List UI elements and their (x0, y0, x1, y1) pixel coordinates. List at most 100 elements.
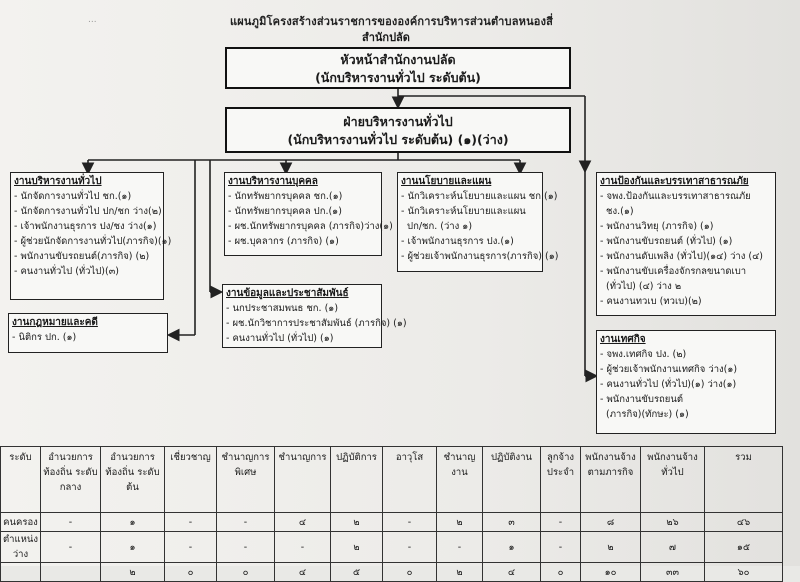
table-header-cell: พนักงานจ้าง ตามภารกิจ (580, 446, 641, 513)
table-cell: ๓ (482, 512, 541, 532)
unit-disaster: งานป้องกันและบรรเทาสาธารณภัย - จพง.ป้องก… (596, 172, 776, 316)
unit-festival: งานเทศกิจ - จพง.เทศกิจ ปง. (๒) - ผู้ช่วย… (596, 330, 776, 434)
table-cell: ๒ (436, 512, 483, 532)
table-cell: ๒ (580, 531, 641, 563)
table-cell: - (216, 531, 275, 563)
unit-item: - พนักงานขับรถยนต์ (ทั่วไป) (๑) (600, 236, 733, 247)
table-cell: - (216, 512, 275, 532)
table-header-cell: ชำนาญงาน (436, 446, 483, 513)
unit-policy-title: งานนโยบายและแผน (401, 176, 492, 187)
table-header-cell: ชำนาญการ (274, 446, 331, 513)
unit-item: - คนงานทวเบ (ทวเบ)(๒) (600, 296, 702, 307)
unit-item: - คนงานทั่วไป (ทั่วไป)(๑) ว่าง(๑) (600, 379, 737, 390)
unit-personnel-title: งานบริหารงานบุคคล (228, 176, 318, 187)
table-cell: ๐ (540, 562, 581, 582)
table-header-cell: ระดับ (0, 446, 41, 513)
unit-item: - ผช.นักทรัพยากรบุคคล (ภารกิจ)ว่าง(๑) (228, 221, 393, 232)
unit-item: - ผู้ช่วยเจ้าพนักงานเทศกิจ ว่าง(๑) (600, 364, 738, 375)
table-header-cell: เชี่ยวชาญ (164, 446, 217, 513)
unit-law-title: งานกฎหมายและคดี (12, 317, 98, 328)
table-header-cell: อำนวยการ ท้องถิ่น ระดับต้น (100, 446, 165, 513)
unit-item: - นักวิเคราะห์นโยบายและแผน (401, 206, 526, 217)
unit-item: - นักจัดการงานทั่วไป ชก.(๑) (14, 191, 132, 202)
unit-item: - คนงานทั่วไป (ทั่วไป)(๓) (14, 266, 119, 277)
division-box-line2: (นักบริหารงานทั่วไป ระดับต้น) (๑)(ว่าง) (287, 132, 509, 147)
table-cell: ๗ (640, 531, 705, 563)
unit-item: (ทั่วไป) (๔) ว่าง ๒ (600, 281, 682, 292)
connector-lines (81, 89, 599, 383)
unit-item: - พนักงานขับรถยนต์(ภารกิจ) (๒) (14, 251, 150, 262)
unit-item: - พนักงานขับเครื่องจักรกลขนาดเบา (600, 266, 747, 277)
table-cell: ๒ (100, 562, 165, 582)
faint-header-text: ... (88, 15, 97, 25)
table-cell: - (164, 512, 217, 532)
document-subtitle: สำนักปลัด (362, 31, 410, 44)
table-cell: ๓๓ (640, 562, 705, 582)
table-cell: ๔ (274, 562, 331, 582)
table-cell: ๒ (330, 531, 383, 563)
division-box-line1: ฝ่ายบริหารงานทั่วไป (343, 114, 453, 129)
table-cell: ๖๐ (704, 562, 783, 582)
table-header-cell: ชำนาญการ พิเศษ (216, 446, 275, 513)
table-header-cell: ปฏิบัติการ (330, 446, 383, 513)
unit-info-title: งานข้อมูลและประชาสัมพันธ์ (226, 288, 349, 299)
table-cell: - (540, 531, 581, 563)
table-cell: ๒ (436, 562, 483, 582)
table-cell: ๕ (330, 562, 383, 582)
unit-item: - นักทรัพยากรบุคคล ปก.(๑) (228, 206, 342, 217)
table-cell: - (540, 512, 581, 532)
unit-law: งานกฎหมายและคดี - นิติกร ปก. (๑) (8, 313, 168, 353)
unit-item: - ผู้ช่วยนักจัดการงานทั่วไป(ภารกิจ)(๑) (14, 236, 172, 247)
table-cell: ๑ (100, 531, 165, 563)
table-cell: ๑ (100, 512, 165, 532)
unit-item: - จพง.เทศกิจ ปง. (๒) (600, 349, 687, 360)
unit-item: - พนักงานวิทยุ (ภารกิจ) (๑) (600, 221, 714, 232)
table-cell: คนครอง (0, 512, 41, 532)
table-cell: ๐ (382, 562, 437, 582)
unit-policy: งานนโยบายและแผน - นักวิเคราะห์นโยบายและแ… (397, 172, 558, 272)
unit-item: - นกประชาสมพนธ ชก. (๑) (226, 303, 339, 314)
table-header-row: ระดับ อำนวยการ ท้องถิ่น ระดับกลาง อำนวยก… (0, 446, 783, 513)
unit-item: ปก/ชก. (ว่าง ๑) (401, 221, 473, 232)
table-header-cell: รวม (704, 446, 783, 513)
table-cell: - (40, 512, 101, 532)
division-box: ฝ่ายบริหารงานทั่วไป (นักบริหารงานทั่วไป … (225, 107, 571, 153)
unit-item: - นักวิเคราะห์นโยบายและแผน ชก.(๑) (401, 191, 558, 202)
unit-item: - ผช.บุคลากร (ภารกิจ) (๑) (228, 236, 339, 247)
unit-item: (ภารกิจ)(ทักษะ) (๑) (600, 409, 689, 420)
table-cell: - (40, 531, 101, 563)
table-header-cell: อาวุโส (382, 446, 437, 513)
table-cell (0, 562, 41, 582)
table-cell: ๑๕ (704, 531, 783, 563)
unit-general: งานบริหารงานทั่วไป - นักจัดการงานทั่วไป … (10, 172, 172, 300)
table-cell: ๐ (164, 562, 217, 582)
table-cell: ๔ (482, 562, 541, 582)
unit-item: - เจ้าพนักงานธุรการ ปง/ชง ว่าง(๑) (14, 221, 157, 232)
unit-item: - พนักงานดับเพลิง (ทั่วไป)(๑๔) ว่าง (๔) (600, 251, 764, 262)
table-header-cell: อำนวยการ ท้องถิ่น ระดับกลาง (40, 446, 101, 513)
table-row: ๒ ๐ ๐ ๔ ๕ ๐ ๒ ๔ ๐ ๑๐ ๓๓ ๖๐ (0, 562, 783, 582)
table-cell: ๑ (482, 531, 541, 563)
unit-general-title: งานบริหารงานทั่วไป (14, 176, 102, 187)
table-cell: - (382, 512, 437, 532)
table-cell: ๔ (274, 512, 331, 532)
table-header-cell: ปฏิบัติงาน (482, 446, 541, 513)
staff-summary-table: ระดับ อำนวยการ ท้องถิ่น ระดับกลาง อำนวยก… (0, 446, 783, 582)
unit-item: - นิติกร ปก. (๑) (12, 332, 77, 343)
unit-disaster-title: งานป้องกันและบรรเทาสาธารณภัย (600, 176, 749, 187)
table-cell: ตำแหน่งว่าง (0, 531, 41, 563)
unit-item: - นักทรัพยากรบุคคล ชก.(๑) (228, 191, 343, 202)
table-cell: ๔๖ (704, 512, 783, 532)
table-cell: ๑๐ (580, 562, 641, 582)
table-row: ตำแหน่งว่าง - ๑ - - - ๒ - - ๑ - ๒ ๗ ๑๕ (0, 531, 783, 563)
table-cell: - (274, 531, 331, 563)
table-cell: - (164, 531, 217, 563)
unit-personnel: งานบริหารงานบุคคล - นักทรัพยากรบุคคล ชก.… (224, 172, 393, 256)
table-cell: ๘ (580, 512, 641, 532)
unit-info: งานข้อมูลและประชาสัมพันธ์ - นกประชาสมพนธ… (222, 284, 407, 348)
unit-item: - นักจัดการงานทั่วไป ปก/ชก ว่าง(๒) (14, 206, 162, 217)
table-cell (40, 562, 101, 582)
head-box-line2: (นักบริหารงานทั่วไป ระดับต้น) (315, 70, 481, 85)
unit-item: - จพง.ป้องกันและบรรเทาสาธารณภัย (600, 191, 751, 202)
head-box: หัวหน้าสำนักงานปลัด (นักบริหารงานทั่วไป … (225, 47, 571, 89)
